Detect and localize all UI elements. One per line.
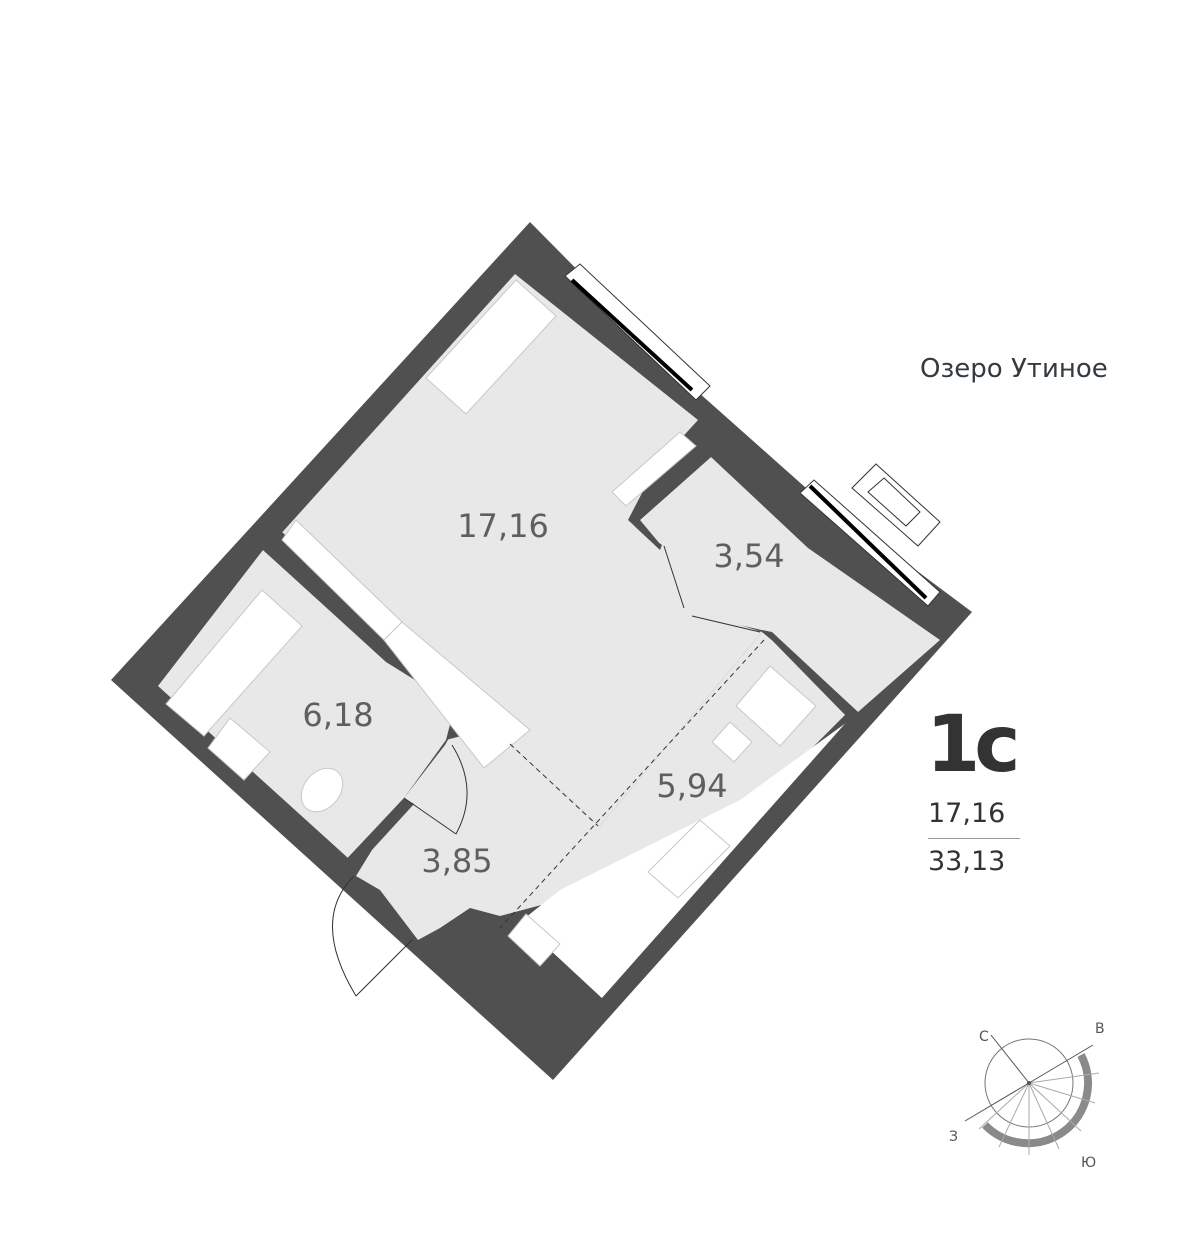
- floor-areas: [158, 274, 940, 940]
- ac-unit: [851, 463, 941, 547]
- room-area-living: 17,16: [457, 507, 549, 545]
- living-area-value: 17,16: [928, 798, 1006, 829]
- entrance-door-swing: [332, 875, 357, 997]
- toilet: [300, 767, 344, 813]
- kitchen-sink: [507, 913, 561, 967]
- total-area-value: 33,13: [928, 846, 1006, 877]
- compass-north: С: [979, 1029, 989, 1045]
- compass-east: В: [1095, 1021, 1105, 1037]
- dining-table: [735, 665, 817, 747]
- apartment-type: 1с: [926, 700, 1020, 790]
- room-area-loggia: 3,54: [713, 537, 785, 575]
- room-area-bathroom: 6,18: [302, 696, 374, 734]
- bath-sink: [207, 717, 271, 781]
- compass: С В З Ю: [949, 1021, 1105, 1171]
- bathroom-door-swing: [451, 744, 468, 835]
- stove: [647, 819, 731, 899]
- loggia-door: [663, 545, 685, 609]
- room-area-kitchen: 5,94: [656, 767, 728, 805]
- area-divider: [928, 838, 1020, 839]
- zone-dividers: [499, 639, 765, 929]
- doors: [332, 545, 761, 997]
- landmark-label: Озеро Утиное: [920, 354, 1108, 384]
- furniture: [165, 279, 817, 967]
- window-loggia: [799, 479, 941, 607]
- compass-south: Ю: [1081, 1155, 1096, 1171]
- room-area-hallway: 3,85: [421, 842, 493, 880]
- bathtub: [165, 589, 303, 737]
- compass-west: З: [949, 1129, 958, 1145]
- tv-stand: [611, 431, 697, 507]
- window-living: [564, 263, 711, 401]
- dining-chair: [711, 721, 753, 763]
- inner-walls: [263, 395, 858, 874]
- closet: [383, 621, 531, 769]
- sofa: [425, 279, 557, 415]
